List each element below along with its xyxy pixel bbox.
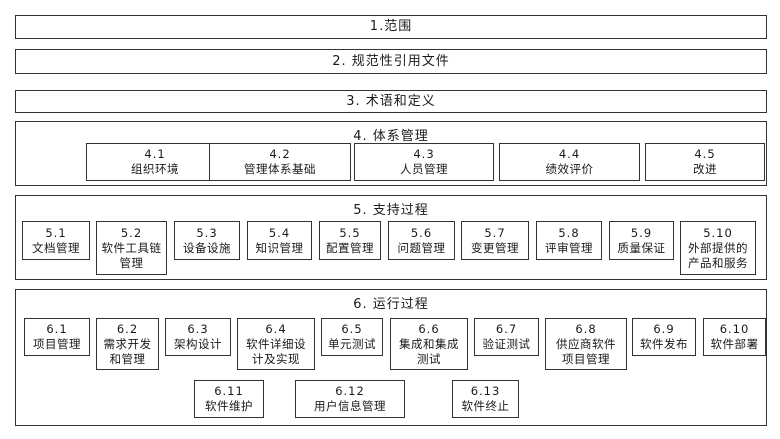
process-box-label: 软件部署 <box>710 337 759 351</box>
group-support-process-title: 5. 支持过程 <box>353 203 429 218</box>
process-box-number: 5.3 <box>196 225 218 240</box>
process-box-label: 架构设计 <box>174 337 222 351</box>
section-terms-definitions-label: 3. 术语和定义 <box>346 94 436 109</box>
process-box-label: 计及实现 <box>252 351 300 366</box>
process-box-number: 5.4 <box>268 225 291 240</box>
process-box-label: 外部提供的 <box>688 240 748 255</box>
process-box-label: 软件终止 <box>461 399 510 413</box>
process-box-number: 5.2 <box>120 225 143 240</box>
process-box-label: 产品和服务 <box>688 255 748 270</box>
process-box-label: 用户信息管理 <box>314 399 386 413</box>
section-normative-references: 2. 规范性引用文件 <box>15 49 767 74</box>
section-normative-references-label: 2. 规范性引用文件 <box>332 54 450 69</box>
process-box-number: 5.10 <box>703 225 733 240</box>
process-box-label: 软件工具链 <box>101 240 162 255</box>
process-box-label: 项目管理 <box>562 351 610 366</box>
process-box-label: 需求开发 <box>103 336 152 351</box>
section-terms-definitions: 3. 术语和定义 <box>15 90 767 113</box>
process-box-label: 知识管理 <box>255 240 304 255</box>
process-box-label: 验证测试 <box>482 337 531 351</box>
process-box-label: 管理 <box>119 255 144 270</box>
process-box-number: 4.4 <box>558 147 581 161</box>
process-box-number: 5.5 <box>339 225 361 240</box>
process-box-number: 4.3 <box>413 147 435 161</box>
process-box-label: 文档管理 <box>32 240 80 255</box>
process-box-number: 5.9 <box>630 225 653 240</box>
process-box-label: 人员管理 <box>400 162 448 176</box>
process-box-label: 单元测试 <box>328 337 376 351</box>
process-box-label: 软件详细设 <box>246 336 306 351</box>
section-scope-label: 1.范围 <box>369 19 413 34</box>
process-box-number: 6.9 <box>653 322 675 336</box>
process-box-label: 改进 <box>693 162 717 176</box>
process-box-label: 测试 <box>417 351 441 366</box>
process-box-label: 和管理 <box>109 351 146 366</box>
process-box-label: 集成和集成 <box>399 336 459 351</box>
process-box-label: 管理体系基础 <box>244 162 316 176</box>
process-box-label: 配置管理 <box>326 240 374 255</box>
process-box-number: 4.2 <box>269 147 291 161</box>
process-box-number: 6.12 <box>335 384 365 398</box>
process-box-number: 6.4 <box>265 321 287 336</box>
process-box-number: 6.10 <box>719 322 750 336</box>
process-box-label: 变更管理 <box>471 240 519 255</box>
process-box-number: 6.2 <box>116 321 139 336</box>
process-box-label: 供应商软件 <box>556 336 616 351</box>
process-box-label: 评审管理 <box>545 240 593 255</box>
process-box-number: 6.8 <box>575 321 597 336</box>
process-box-number: 6.13 <box>470 384 501 398</box>
process-box-number: 6.1 <box>46 322 68 336</box>
process-box-label: 质量保证 <box>617 240 666 255</box>
process-box-number: 5.6 <box>410 225 433 240</box>
process-box-label: 设备设施 <box>183 240 231 255</box>
group-system-management-title: 4. 体系管理 <box>353 129 429 144</box>
process-box-number: 4.1 <box>144 147 166 161</box>
process-box-number: 5.1 <box>45 225 67 240</box>
process-box-number: 5.8 <box>558 225 580 240</box>
process-box-number: 6.3 <box>187 322 209 336</box>
group-operation-process-title: 6. 运行过程 <box>353 297 429 312</box>
process-box-number: 6.6 <box>418 321 440 336</box>
process-box-number: 5.7 <box>484 225 506 240</box>
process-box-label: 软件发布 <box>640 337 688 351</box>
process-box-number: 4.5 <box>694 147 716 161</box>
process-box-label: 组织环境 <box>131 162 179 176</box>
process-box-number: 6.11 <box>214 384 244 398</box>
process-box-number: 6.7 <box>495 322 518 336</box>
process-box-label: 项目管理 <box>33 337 81 351</box>
process-box-label: 绩效评价 <box>545 162 594 176</box>
section-scope: 1.范围 <box>15 15 767 39</box>
process-box-label: 问题管理 <box>397 240 446 255</box>
process-box-number: 6.5 <box>341 322 363 336</box>
process-box-label: 软件维护 <box>205 399 253 413</box>
